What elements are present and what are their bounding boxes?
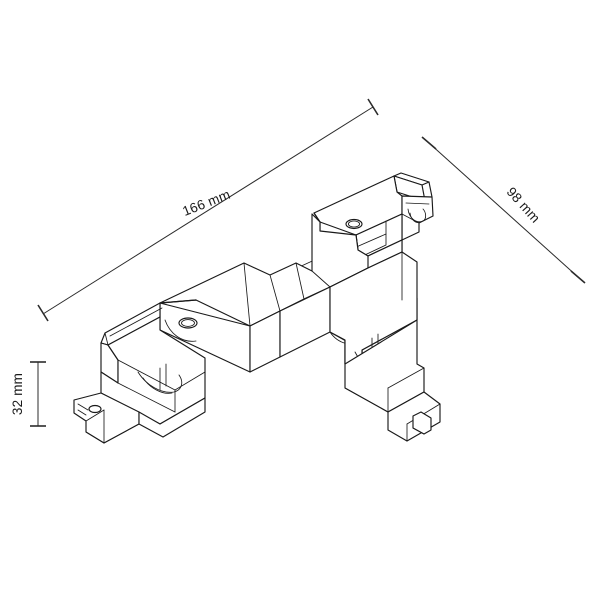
dimension-depth: 98 mm xyxy=(421,136,586,284)
dimension-depth-tick-end xyxy=(570,270,586,284)
arm-right xyxy=(329,239,441,442)
dimension-height: 32 mm xyxy=(10,361,46,427)
dimension-depth-label: 98 mm xyxy=(504,184,543,225)
dimension-length-tick-start xyxy=(37,304,49,322)
dimension-length-tick-end xyxy=(367,98,379,116)
dimension-length-label: 166 mm xyxy=(180,187,232,219)
dimension-height-label: 32 mm xyxy=(10,373,25,415)
dimension-length-line xyxy=(42,106,374,315)
latch-hole-left xyxy=(88,404,102,414)
dimension-depth-tick-start xyxy=(421,136,437,150)
arm-left xyxy=(73,302,206,444)
part-t-connector xyxy=(73,172,441,444)
arm-top xyxy=(296,172,434,282)
dimension-depth-line xyxy=(428,142,579,278)
